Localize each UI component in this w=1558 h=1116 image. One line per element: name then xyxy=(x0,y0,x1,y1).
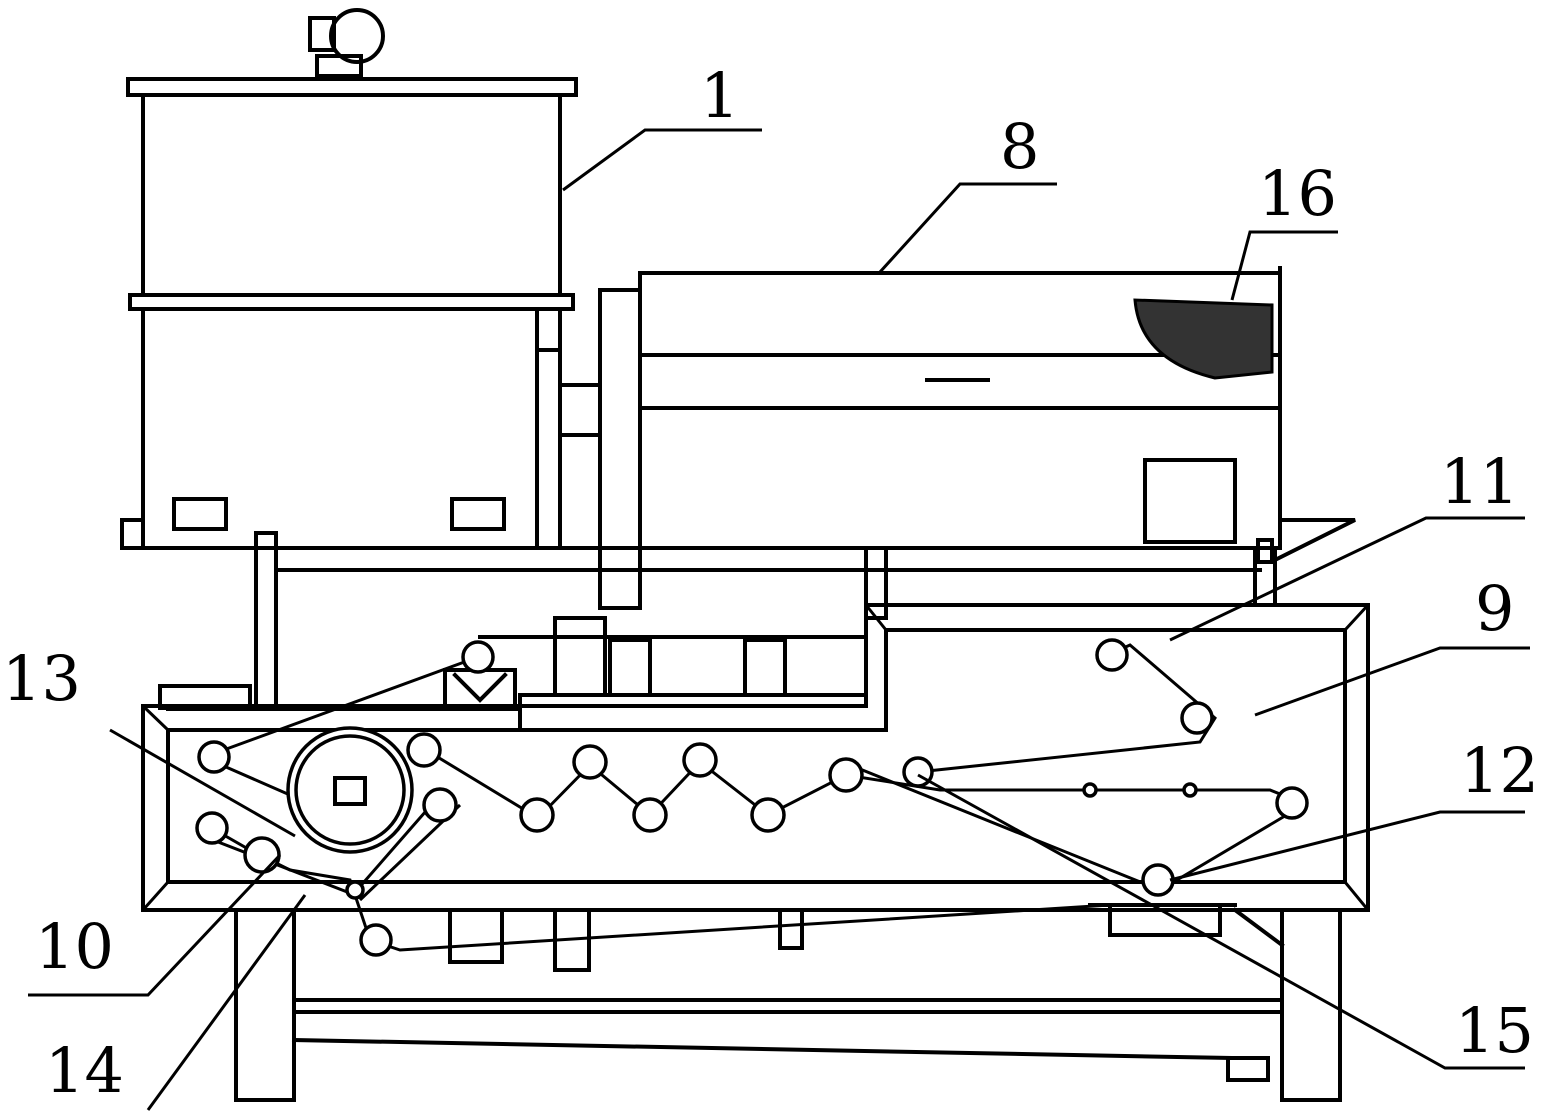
label-1: 1 xyxy=(700,59,739,132)
drum-housing xyxy=(598,266,1356,610)
leader-lines xyxy=(28,128,1530,1111)
label-14: 14 xyxy=(45,1034,124,1107)
part-labels: 1 8 16 11 9 13 12 10 15 14 xyxy=(2,59,1539,1107)
mixing-tank xyxy=(120,8,602,550)
press-body xyxy=(141,603,1370,912)
label-10: 10 xyxy=(35,910,114,983)
rollers xyxy=(195,638,1309,957)
label-12: 12 xyxy=(1460,734,1539,807)
label-15: 15 xyxy=(1455,994,1534,1067)
label-11: 11 xyxy=(1440,445,1519,518)
label-13: 13 xyxy=(2,642,81,715)
label-8: 8 xyxy=(1000,110,1039,183)
label-9: 9 xyxy=(1475,572,1514,645)
label-16: 16 xyxy=(1258,157,1337,230)
legs xyxy=(234,903,1342,1102)
support-frame xyxy=(141,531,1282,711)
